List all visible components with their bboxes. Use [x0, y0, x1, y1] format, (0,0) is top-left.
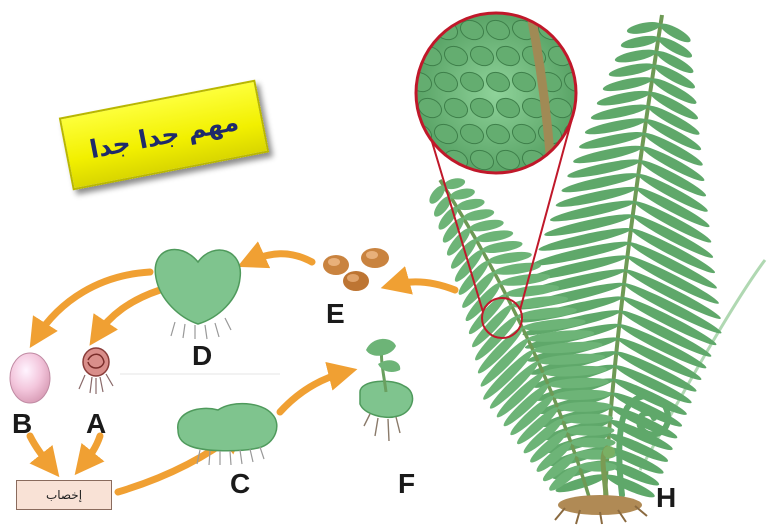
arrow-e-to-d — [248, 254, 312, 262]
label-h: H — [656, 484, 676, 512]
spores — [323, 248, 389, 291]
rhizome — [555, 495, 647, 524]
arrow-b-to-fert — [30, 436, 52, 468]
egg-b — [10, 353, 50, 403]
important-note-text: مهم جدا جدا — [87, 106, 241, 163]
fertilization-label: إخصاب — [46, 488, 82, 502]
label-b: B — [12, 410, 32, 438]
arrow-d-to-a — [96, 290, 160, 336]
fertilization-box: إخصاب — [16, 480, 112, 510]
arrow-c-to-f — [280, 372, 346, 412]
prothallus-d — [155, 249, 240, 339]
label-c: C — [230, 470, 250, 498]
arrow-a-to-fert — [82, 436, 100, 466]
young-sporophyte-f — [360, 339, 413, 441]
label-e: E — [326, 300, 345, 328]
label-a: A — [86, 410, 106, 438]
fern-plant — [405, 10, 765, 524]
prothallus-c — [178, 404, 277, 465]
label-d: D — [192, 342, 212, 370]
arrow-h-to-e — [392, 282, 455, 290]
magnified-sori-view — [405, 10, 600, 180]
label-f: F — [398, 470, 415, 498]
antheridium-a — [79, 348, 113, 394]
